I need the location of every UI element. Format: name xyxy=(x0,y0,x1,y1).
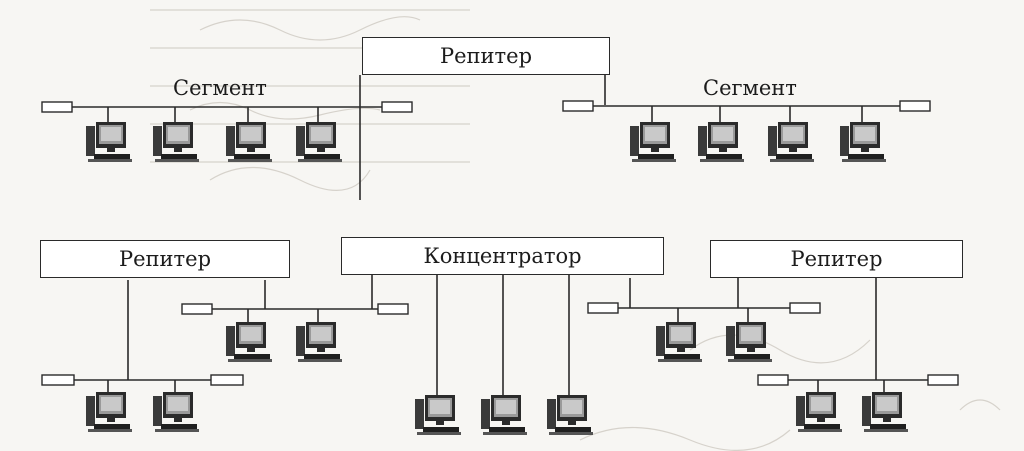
computer-workstation-icon xyxy=(296,122,342,162)
terminator-icon xyxy=(210,374,244,386)
computer-workstation-icon xyxy=(656,322,702,362)
right-repeater-node: Репитер xyxy=(710,240,963,278)
computer-workstation-icon xyxy=(226,322,272,362)
computer-workstation-icon xyxy=(481,395,527,435)
terminator-icon xyxy=(377,303,409,315)
computer-workstation-icon xyxy=(840,122,886,162)
right-repeater-label: Репитер xyxy=(790,247,883,271)
computer-workstation-icon xyxy=(547,395,593,435)
terminator-icon xyxy=(587,302,619,314)
computer-workstation-icon xyxy=(630,122,676,162)
computer-workstation-icon xyxy=(726,322,772,362)
hub-label: Концентратор xyxy=(423,244,582,268)
computer-workstation-icon xyxy=(862,392,908,432)
computer-workstation-icon xyxy=(768,122,814,162)
terminator-icon xyxy=(562,100,594,112)
top-repeater-label: Репитер xyxy=(439,44,533,68)
terminator-icon xyxy=(757,374,789,386)
terminator-icon xyxy=(41,374,75,386)
computer-workstation-icon xyxy=(226,122,272,162)
computer-workstation-icon xyxy=(796,392,842,432)
left-repeater-label: Репитер xyxy=(118,247,212,271)
left-repeater-node: Репитер xyxy=(40,240,290,278)
computer-workstation-icon xyxy=(153,122,199,162)
terminator-icon xyxy=(927,374,959,386)
computer-workstation-icon xyxy=(86,122,132,162)
terminator-icon xyxy=(899,100,931,112)
computer-workstation-icon xyxy=(415,395,461,435)
right-segment-label: Сегмент xyxy=(703,76,797,100)
hub-node: Концентратор xyxy=(341,237,664,275)
terminator-icon xyxy=(181,303,213,315)
computers xyxy=(86,122,908,435)
computer-workstation-icon xyxy=(296,322,342,362)
computer-workstation-icon xyxy=(698,122,744,162)
computer-workstation-icon xyxy=(86,392,132,432)
left-segment-label: Сегмент xyxy=(173,76,267,100)
terminator-icon xyxy=(789,302,821,314)
terminator-icon xyxy=(41,101,73,113)
computer-workstation-icon xyxy=(153,392,199,432)
terminator-icon xyxy=(381,101,413,113)
top-repeater-node: Репитер xyxy=(362,37,610,75)
terminators xyxy=(41,100,959,386)
